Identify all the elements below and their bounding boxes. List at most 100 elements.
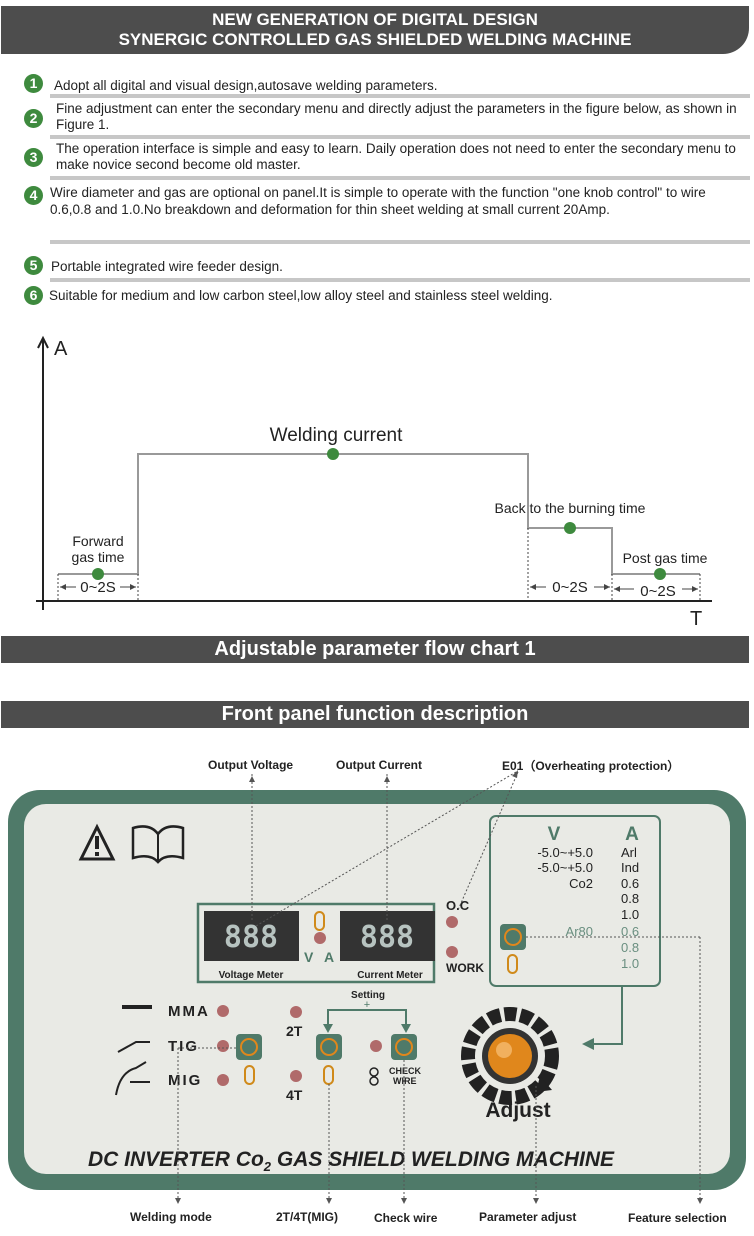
feature-text: The operation interface is simple and ea…	[56, 141, 736, 172]
feature-number-icon: 5	[24, 256, 43, 275]
welding-current-label: Welding current	[270, 425, 403, 446]
panel-section-title: Front panel function description	[1, 701, 749, 728]
feature-number-icon: 4	[24, 186, 43, 205]
label-4t: 4T	[286, 1087, 303, 1103]
back-burn-label: Back to the burning time	[495, 500, 646, 516]
led-4t	[290, 1070, 302, 1082]
voltage-meter-label: Voltage Meter	[219, 970, 284, 981]
feature-number-icon: 2	[24, 109, 43, 128]
welding-mode-callout: Welding mode	[130, 1210, 212, 1224]
divider	[50, 240, 750, 244]
feature-text: Fine adjustment can enter the secondary …	[56, 101, 737, 132]
welding-mode-button	[236, 1034, 262, 1060]
mode-tig-label: TIG	[168, 1038, 199, 1055]
feature-select-button	[500, 924, 526, 950]
forward-gas-label-1: Forward	[72, 533, 123, 549]
work-label: WORK	[446, 961, 484, 975]
tig-torch-icon	[117, 1041, 150, 1053]
svg-text:1.0: 1.0	[621, 907, 639, 922]
knob-arrow-icon	[536, 1076, 552, 1092]
header-line-2: SYNERGIC CONTROLLED GAS SHIELDED WELDING…	[118, 30, 632, 49]
tig-led	[217, 1040, 229, 1052]
flow-chart: A T Welding current Forward gas time Bac…	[36, 335, 712, 630]
feature-2: 2 Fine adjustment can enter the secondar…	[20, 100, 750, 140]
led-2t	[290, 1006, 302, 1018]
machine-title: DC INVERTER Co2 GAS SHIELD WELDING MACHI…	[88, 1148, 615, 1174]
feature-text: Wire diameter and gas are optional on pa…	[50, 185, 706, 217]
adjust-label: Adjust	[485, 1099, 550, 1122]
svg-text:0.8: 0.8	[621, 891, 639, 906]
svg-text:Co2: Co2	[569, 876, 593, 891]
feature-number-icon: 3	[24, 148, 43, 167]
back-burn-point	[564, 522, 576, 534]
post-gas-label: Post gas time	[623, 550, 708, 566]
unit-indicator-icon	[314, 911, 325, 931]
feature-1: 1 Adopt all digital and visual design,au…	[20, 74, 750, 100]
wire-spool-icon	[369, 1067, 379, 1077]
mig-led	[217, 1074, 229, 1086]
setting-plus: +	[364, 999, 370, 1011]
divider	[50, 278, 750, 282]
manual-book-icon	[131, 825, 185, 864]
current-digits: 888	[360, 920, 414, 955]
y-axis-arrow-icon	[37, 335, 49, 349]
post-gas-point	[654, 568, 666, 580]
feature-selection-callout: Feature selection	[628, 1211, 727, 1225]
forward-gas-point	[92, 568, 104, 580]
svg-text:0.6: 0.6	[621, 924, 639, 939]
mode-mig-label: MIG	[168, 1072, 202, 1089]
svg-text:0.8: 0.8	[621, 940, 639, 955]
feature-3: 3 The operation interface is simple and …	[20, 140, 750, 180]
feature-text: Suitable for medium and low carbon steel…	[49, 288, 553, 303]
feature-indicator-icon	[507, 954, 518, 974]
check-wire-button	[391, 1034, 417, 1060]
v-unit: V	[304, 949, 314, 965]
interval-label: 0~2S	[640, 583, 675, 600]
header-line-1: NEW GENERATION OF DIGITAL DESIGN	[212, 10, 538, 29]
svg-text:Ar80: Ar80	[566, 924, 593, 939]
work-led	[446, 946, 458, 958]
a-unit: A	[324, 949, 334, 965]
divider	[50, 94, 750, 98]
mode-mma-label: MMA	[168, 1003, 210, 1020]
mma-led	[217, 1005, 229, 1017]
feature-5: 5 Portable integrated wire feeder design…	[20, 255, 750, 283]
svg-text:-5.0~+5.0: -5.0~+5.0	[537, 845, 593, 860]
divider	[50, 135, 750, 139]
divider	[50, 176, 750, 180]
adjust-knob	[488, 1034, 532, 1078]
check-wire-label-2: WIRE	[393, 1076, 417, 1086]
interval-label: 0~2S	[552, 579, 587, 596]
check-wire-led	[370, 1040, 382, 1052]
header-banner: NEW GENERATION OF DIGITAL DESIGN SYNERGI…	[1, 6, 749, 54]
svg-text:1.0: 1.0	[621, 956, 639, 971]
feature-text: Portable integrated wire feeder design.	[51, 259, 283, 274]
trigger-mode-button	[316, 1034, 342, 1060]
x-axis-label: T	[690, 608, 702, 630]
warning-icon	[78, 823, 116, 861]
interval-label: 0~2S	[80, 579, 115, 596]
parameter-adjust-callout: Parameter adjust	[479, 1210, 577, 1224]
flow-chart-caption: Adjustable parameter flow chart 1	[1, 636, 749, 663]
knob-scale	[461, 1007, 559, 1105]
check-wire-label-1: CHECK	[389, 1066, 422, 1076]
feature-number-icon: 1	[24, 74, 43, 93]
output-current-callout: Output Current	[336, 758, 422, 772]
unit-led	[314, 932, 326, 944]
oc-label: O.C	[446, 898, 470, 913]
svg-text:0.6: 0.6	[621, 876, 639, 891]
forward-gas-label-2: gas time	[72, 549, 125, 565]
overheat-callout: E01（Overheating protection）	[502, 759, 680, 773]
table-arrow-icon	[582, 1038, 594, 1050]
oc-led	[446, 916, 458, 928]
label-2t: 2T	[286, 1023, 303, 1039]
front-panel-diagram: 888 888 Voltage Meter Current Meter V A …	[8, 770, 746, 1204]
current-profile-line	[58, 453, 700, 575]
mig-torch-icon	[115, 1061, 150, 1096]
welding-current-point	[327, 448, 339, 460]
setting-label: Setting	[351, 990, 385, 1001]
check-wire-callout: Check wire	[374, 1211, 438, 1225]
table-v-head: V	[548, 824, 561, 845]
y-axis-label: A	[54, 338, 68, 360]
current-meter-label: Current Meter	[357, 970, 423, 981]
